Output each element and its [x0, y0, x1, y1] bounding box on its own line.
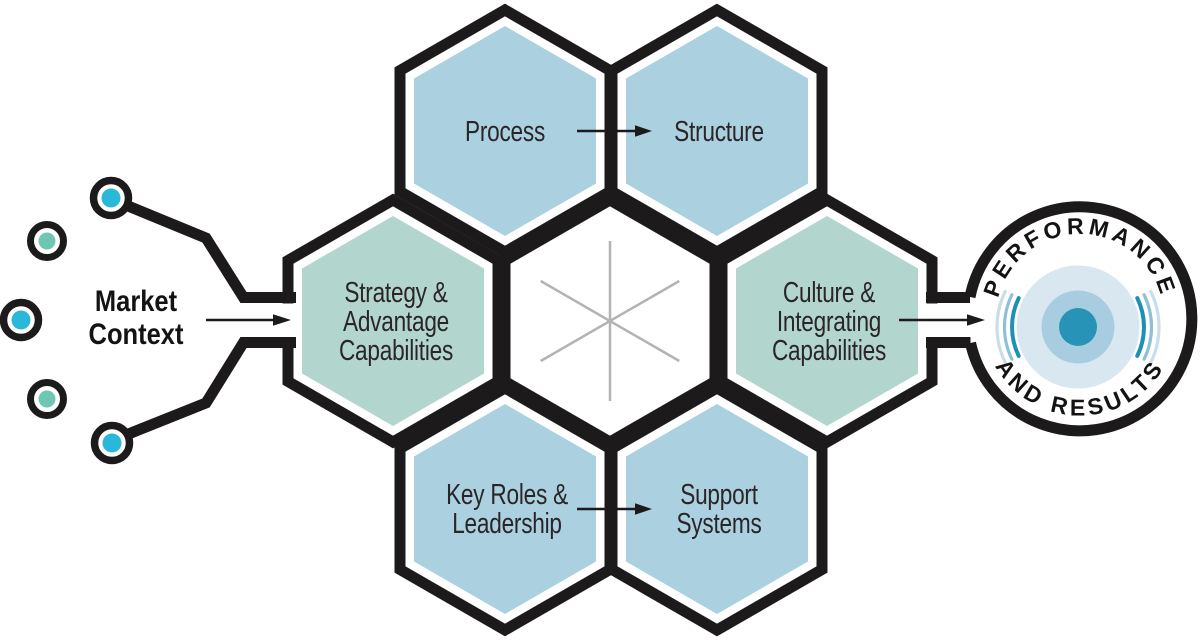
arrow-market-to-strategy	[206, 314, 291, 326]
ripple-right-middle	[1142, 293, 1154, 361]
structure-label: Structure	[674, 114, 764, 147]
strategy-label-line3: Capabilities	[339, 333, 453, 366]
hexagon-support	[606, 381, 828, 637]
culture-label: Culture & Integrating Capabilities	[772, 275, 887, 366]
culture-label-line3: Capabilities	[772, 333, 886, 366]
culture-label-line2: Integrating	[777, 304, 881, 337]
hexagon-key-roles	[394, 381, 616, 637]
arrow-keyroles-to-support	[577, 503, 652, 515]
hexagon-strategy	[282, 193, 504, 449]
outcome-ring	[964, 201, 1198, 437]
ripple-right-outer	[1149, 289, 1161, 365]
asterisk-line-diagonal-2	[540, 279, 680, 363]
strategy-label: Strategy & Advantage Capabilities	[339, 275, 454, 366]
funnel-line-top	[108, 193, 296, 303]
structure-label-line1: Structure	[674, 114, 764, 147]
hexagon-culture-fill	[736, 216, 918, 426]
key-roles-label-line2: Leadership	[452, 506, 562, 539]
bullseye	[1016, 265, 1140, 389]
dot-2	[27, 221, 67, 261]
strategy-label-line1: Strategy &	[344, 275, 447, 308]
support-label: Support Systems	[676, 477, 762, 539]
dot-4-core	[38, 390, 56, 408]
center-asterisk	[540, 241, 680, 401]
market-context-line2: Context	[89, 317, 184, 350]
arrow-keyroles-head	[635, 503, 652, 515]
dot-3-core	[11, 310, 31, 330]
arrow-process-to-structure	[577, 125, 652, 137]
ripple-left-outer	[995, 289, 1007, 365]
hexagon-process	[394, 3, 616, 259]
dot-1	[89, 176, 133, 220]
dot-1-core	[101, 188, 121, 208]
market-context-label: Market Context	[89, 284, 184, 350]
hexagon-support-fill	[626, 404, 808, 614]
hexagon-strategy-fill	[302, 216, 484, 426]
key-roles-label-line1: Key Roles &	[446, 477, 568, 510]
ripple-right-inner	[1135, 296, 1146, 358]
key-roles-label: Key Roles & Leadership	[446, 477, 568, 539]
hexagon-structure-fill	[626, 26, 808, 236]
bullseye-inner	[1059, 308, 1097, 346]
arrow-culture-to-outcome	[899, 314, 985, 326]
process-label: Process	[465, 114, 546, 147]
ripple-left-inner	[1010, 296, 1021, 358]
support-label-line1: Support	[680, 477, 758, 510]
dot-5-core	[102, 433, 122, 453]
bullseye-ripples	[995, 289, 1161, 365]
market-context-line1: Market	[95, 284, 177, 317]
hexagon-culture	[716, 193, 938, 449]
funnel-line-bottom	[108, 337, 296, 447]
arrow-culture-head	[967, 314, 985, 326]
hexagon-structure	[606, 3, 828, 259]
arrow-market-head	[273, 314, 291, 326]
hexagon-key-roles-fill	[414, 404, 596, 614]
dot-4	[27, 379, 67, 419]
ripple-left-middle	[1002, 293, 1014, 361]
hexagon-process-fill	[414, 26, 596, 236]
process-label-line1: Process	[465, 114, 545, 147]
market-dots	[0, 176, 134, 465]
dot-2-core	[38, 232, 56, 250]
support-label-line2: Systems	[676, 506, 761, 539]
hexagon-center	[499, 193, 721, 449]
strategy-label-line2: Advantage	[343, 304, 449, 337]
dot-3	[0, 298, 43, 342]
dot-5	[90, 421, 134, 465]
arrow-process-head	[635, 125, 652, 137]
culture-label-line1: Culture &	[783, 275, 875, 308]
